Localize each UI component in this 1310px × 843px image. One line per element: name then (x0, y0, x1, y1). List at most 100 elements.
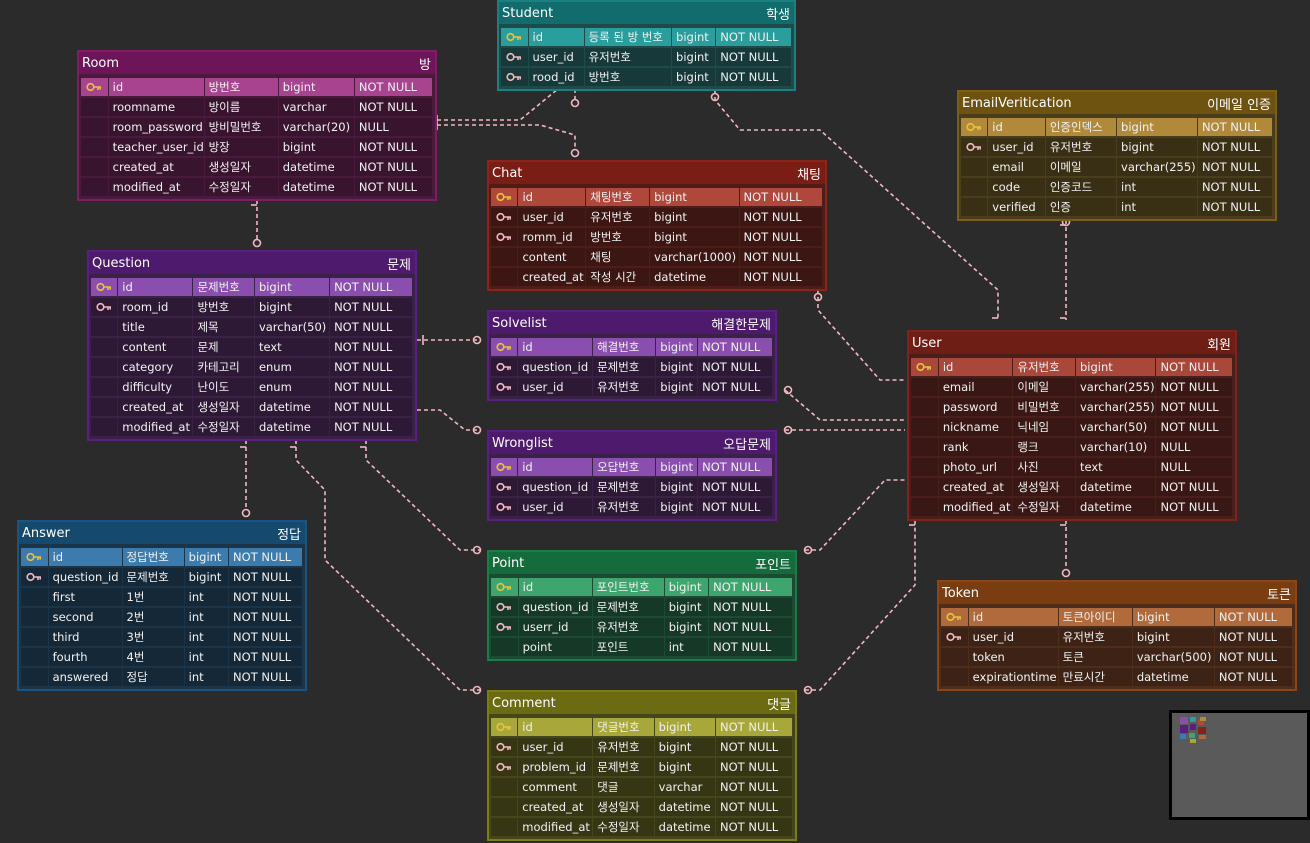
table-name: Room (82, 55, 120, 71)
column-type: enum (254, 378, 330, 396)
column-label: 1번 (122, 588, 184, 606)
column-nullable: NOT NULL (739, 208, 822, 226)
table-name: Point (492, 555, 525, 571)
column-nullable: NOT NULL (1197, 178, 1273, 196)
primary-key-icon (941, 608, 968, 626)
cardinality-circle (472, 685, 482, 695)
empty-icon-cell (961, 178, 988, 196)
column-name: modified_at (108, 178, 204, 196)
minimap[interactable] (1169, 710, 1310, 820)
empty-icon-cell (491, 778, 518, 796)
column-label: 유저번호 (586, 208, 650, 226)
